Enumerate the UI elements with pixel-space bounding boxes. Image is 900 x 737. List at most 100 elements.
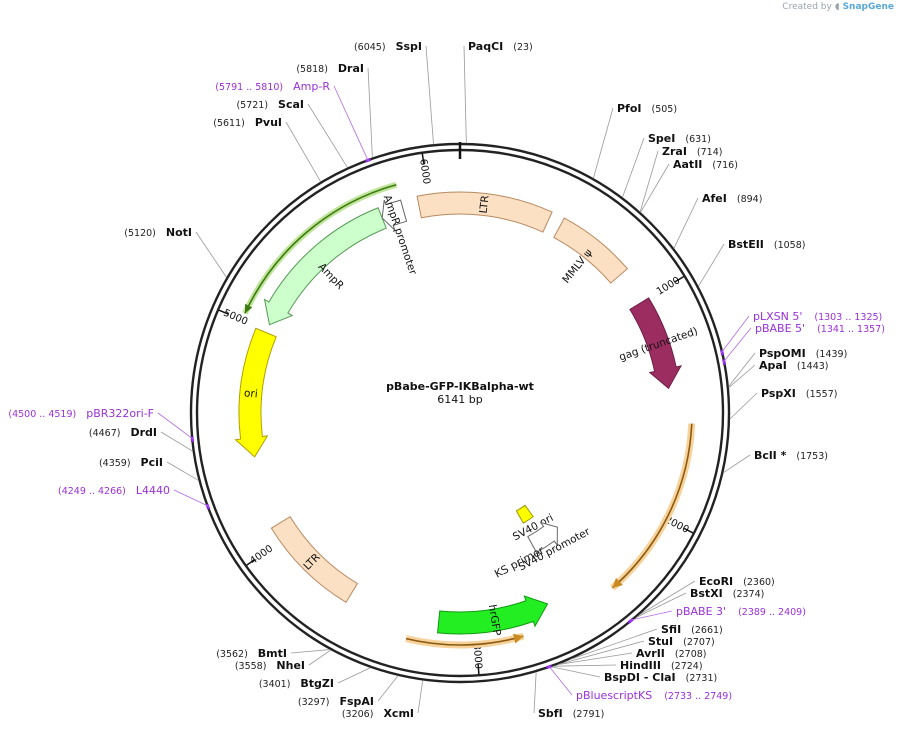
site-name: AvrII [636,647,665,660]
site-spei[interactable]: SpeI(631) [648,132,711,145]
primer-range: (4249 .. 4266) [58,486,126,497]
site-name: BstEII [728,238,764,251]
site-bsteii[interactable]: BstEII(1058) [728,238,805,251]
credit-created-by: Created by [782,2,832,12]
site-leader-line [307,103,348,168]
feature-ltr[interactable] [270,516,359,604]
tick-mark [683,527,694,534]
site-name: PvuI [255,116,282,129]
site-position: (2791) [573,709,605,720]
feature-sv40-ori[interactable] [515,504,534,524]
site-position: (6045) [354,42,386,53]
primer-amp-r[interactable]: Amp-R(5791 .. 5810) [215,80,330,93]
primer-pbabe-5[interactable]: pBABE 5'(1341 .. 1357) [755,322,885,335]
site-afei[interactable]: AfeI(894) [702,192,762,205]
site-paqci[interactable]: PaqCI(23) [468,40,533,53]
site-leader-line [592,107,614,179]
site-name: SpeI [648,132,675,145]
site-apai[interactable]: ApaI(1443) [759,359,829,372]
site-aatii[interactable]: AatII (716) [673,158,738,171]
tick-mark [421,153,425,164]
site-pspxi[interactable]: PspXI(1557) [761,387,837,400]
feature-ampr-promoter[interactable] [381,199,408,231]
site-scai[interactable]: ScaI(5721) [236,98,304,111]
ampr-arc-head [244,303,253,314]
site-nhei[interactable]: NheI(3558) [235,659,305,672]
site-leader-line [417,680,424,714]
site-bcli[interactable]: BclI *(1753) [754,449,828,462]
feature-mmlv[interactable] [553,217,629,284]
site-noti[interactable]: NotI(5120) [124,226,192,239]
site-pcii[interactable]: PciI(4359) [99,456,163,469]
site-name: SfiI [661,623,681,636]
site-name: DrdI [130,426,157,439]
primer-plxsn-5[interactable]: pLXSN 5'(1303 .. 1325) [753,310,882,323]
site-bstxi[interactable]: BstXI(2374) [690,587,764,600]
site-name: ApaI [759,359,787,372]
site-pfoi[interactable]: PfoI(505) [617,102,677,115]
primer-range: (4500 .. 4519) [8,409,76,420]
feature-label: ori [244,387,259,400]
primer-leader-line [157,412,194,440]
site-position: (1557) [806,389,838,400]
primer-mark [720,349,725,356]
primer-range: (2389 .. 2409) [738,607,806,618]
feature-label: LTR [478,195,492,214]
site-xcmi[interactable]: XcmI(3206) [342,707,414,720]
site-position: (5818) [296,64,328,75]
primer-sites: Amp-R(5791 .. 5810) pLXSN 5'(1303 .. 1325… [8,80,885,702]
site-leader-line [160,431,193,452]
primer-l4440[interactable]: L4440 (4249 .. 4266) [58,484,170,497]
site-pvui[interactable]: PvuI(5611) [213,116,282,129]
site-position: (23) [513,42,533,53]
site-fspai[interactable]: FspAI(3297) [298,695,374,708]
primer-mark [205,503,211,510]
site-sfii[interactable]: SfiI(2661) [661,623,723,636]
site-sspi[interactable]: SspI (6045) [354,40,422,53]
site-leader-line [166,461,199,481]
ampr-arc [244,183,397,314]
site-drdi[interactable]: DrdI(4467) [89,426,157,439]
feature-gag-truncated[interactable] [629,297,683,390]
site-bmti[interactable]: BmtI(3562) [216,647,287,660]
primer-leader-line [548,665,573,696]
site-sbfi[interactable]: SbfI(2791) [538,707,604,720]
feature-ori[interactable] [234,327,277,458]
site-ecori[interactable]: EcoRI(2360) [699,575,775,588]
feature-ltr[interactable] [416,191,553,233]
site-leader-line [673,197,699,249]
site-name: XcmI [383,707,414,720]
site-leader-line [639,580,696,616]
feature-ampr[interactable] [263,207,387,326]
site-name: BspDI - ClaI [604,671,676,684]
site-zrai[interactable]: ZraI(714) [662,145,722,158]
site-stui[interactable]: StuI(2707) [648,635,715,648]
site-name: BmtI [258,647,287,660]
site-leader-line [640,163,670,213]
site-leader-line [728,364,756,388]
plasmid-length: 6141 bp [437,393,482,406]
site-position: (5120) [124,228,156,239]
site-name: PspOMI [759,347,806,360]
primer-name: pBABE 3' [676,605,726,618]
site-position: (716) [712,160,738,171]
site-pspomi[interactable]: PspOMI(1439) [759,347,847,360]
site-name: AatII [673,158,702,171]
feature-sv40-promoter[interactable] [527,521,558,554]
primer-pbabe-3[interactable]: pBABE 3' (2389 .. 2409) [676,605,806,618]
primer-pbr322ori-f[interactable]: pBR322ori-F(4500 .. 4519) [8,407,154,420]
tick-mark [674,275,685,283]
primer-name: pLXSN 5' [753,310,802,323]
site-drai[interactable]: DraI(5818) [296,62,364,75]
primer-pbluescriptks[interactable]: pBluescriptKS(2733 .. 2749) [576,689,732,702]
site-avrii[interactable]: AvrII(2708) [636,647,707,660]
site-name: ZraI [662,145,687,158]
feature-hrgfp[interactable] [436,595,549,635]
site-btgzi[interactable]: BtgZI(3401) [259,677,334,690]
site-hindiii[interactable]: HindIII(2724) [620,659,703,672]
orange-arc-head [612,577,623,588]
site-name: SspI [396,40,422,53]
site-name: StuI [648,635,673,648]
site-bspdi-clai[interactable]: BspDI - ClaI(2731) [604,671,717,684]
primer-name: L4440 [136,484,170,497]
